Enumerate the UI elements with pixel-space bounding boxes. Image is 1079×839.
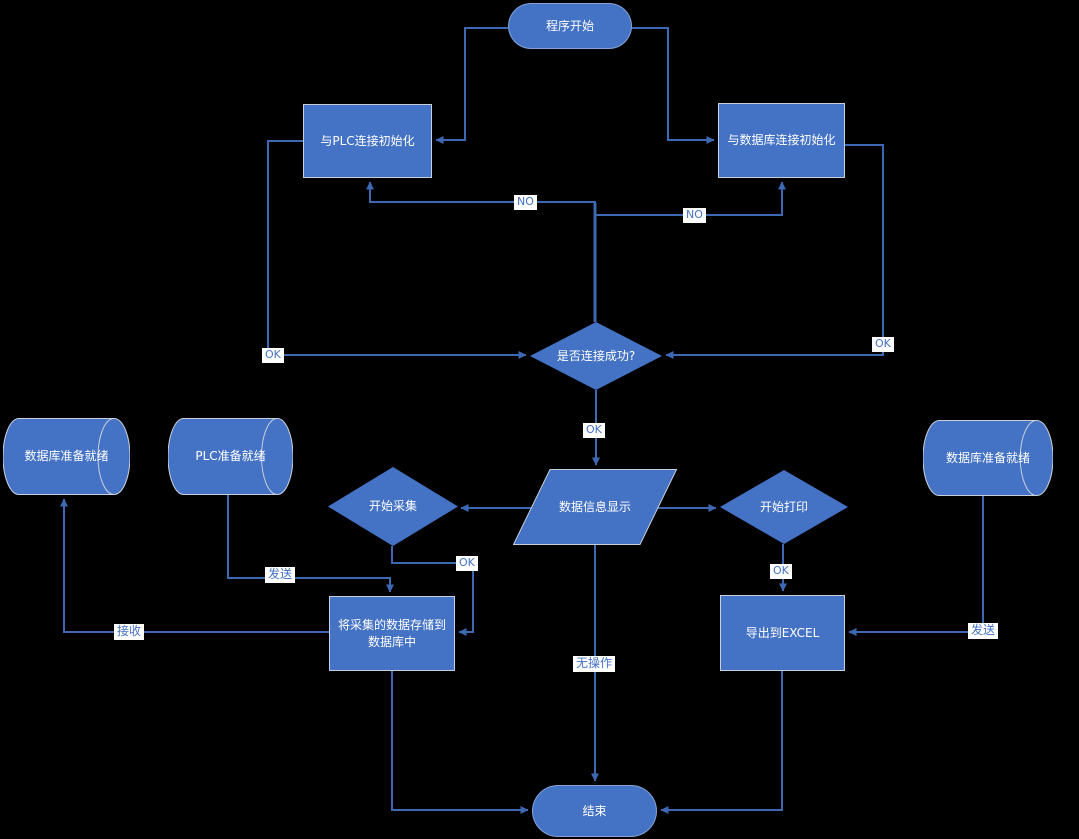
edge-plc-ready-send-to-store: [227, 495, 394, 593]
edge-db-init-ok-to-check: [665, 144, 884, 359]
cylinder-shape: [168, 418, 293, 495]
node-plc-ready: PLC准备就绪: [168, 418, 293, 495]
edge-label-no-right: NO: [683, 208, 706, 223]
edge-label-send-left: 发送: [265, 567, 296, 583]
node-end-label: 结束: [582, 803, 607, 818]
node-end: 结束: [532, 785, 657, 837]
edge-no-to-plc-init: [366, 181, 596, 203]
node-store-label: 将采集的数据存储到数据库中: [337, 618, 446, 649]
cylinder-shape: [3, 418, 130, 495]
node-start-label: 程序开始: [545, 18, 594, 33]
edge-store-receive-to-db-left: [60, 498, 329, 633]
edge-db-right-send-to-export: [848, 496, 984, 636]
edge-label-no-op: 无操作: [573, 656, 616, 672]
node-db-init: 与数据库连接初始化: [718, 103, 845, 178]
node-db-ready-left-label: 数据库准备就绪: [24, 449, 109, 464]
edge-label-ok-left: OK: [262, 348, 284, 363]
node-display-label: 数据信息显示: [558, 499, 631, 514]
node-db-ready-right-label: 数据库准备就绪: [945, 450, 1030, 465]
edge-label-ok-center: OK: [583, 423, 605, 438]
edge-label-receive: 接收: [114, 624, 145, 640]
node-store: 将采集的数据存储到数据库中: [329, 596, 455, 671]
node-start: 程序开始: [508, 3, 632, 49]
edge-label-send-right: 发送: [968, 623, 999, 639]
node-db-ready-left: 数据库准备就绪: [3, 418, 130, 495]
edge-export-to-end: [660, 671, 783, 814]
node-collect-label: 开始采集: [368, 499, 417, 514]
node-plc-init-label: 与PLC连接初始化: [320, 133, 415, 148]
edge-start-to-plc-init: [435, 27, 508, 144]
node-print-label: 开始打印: [759, 499, 808, 514]
edge-label-ok-print: OK: [770, 564, 792, 579]
edge-label-ok-collect: OK: [456, 556, 478, 571]
node-connect-check-label: 是否连接成功?: [556, 348, 636, 363]
edge-plc-init-ok-to-check: [267, 140, 527, 359]
node-db-ready-right: 数据库准备就绪: [923, 420, 1053, 496]
edge-start-to-db-init: [632, 27, 715, 144]
cylinder-shape: [923, 420, 1053, 496]
edge-no-to-db-init: [595, 181, 786, 216]
node-export-excel-label: 导出到EXCEL: [745, 625, 820, 640]
node-plc-init: 与PLC连接初始化: [303, 104, 432, 178]
parallelogram-shape: [513, 469, 677, 545]
node-db-init-label: 与数据库连接初始化: [727, 133, 836, 148]
edge-label-no-left: NO: [514, 195, 537, 210]
node-plc-ready-label: PLC准备就绪: [195, 449, 266, 464]
node-display: 数据信息显示: [513, 469, 677, 545]
node-export-excel: 导出到EXCEL: [720, 595, 845, 671]
edge-store-to-end: [391, 671, 529, 814]
edge-label-ok-right: OK: [872, 337, 894, 352]
